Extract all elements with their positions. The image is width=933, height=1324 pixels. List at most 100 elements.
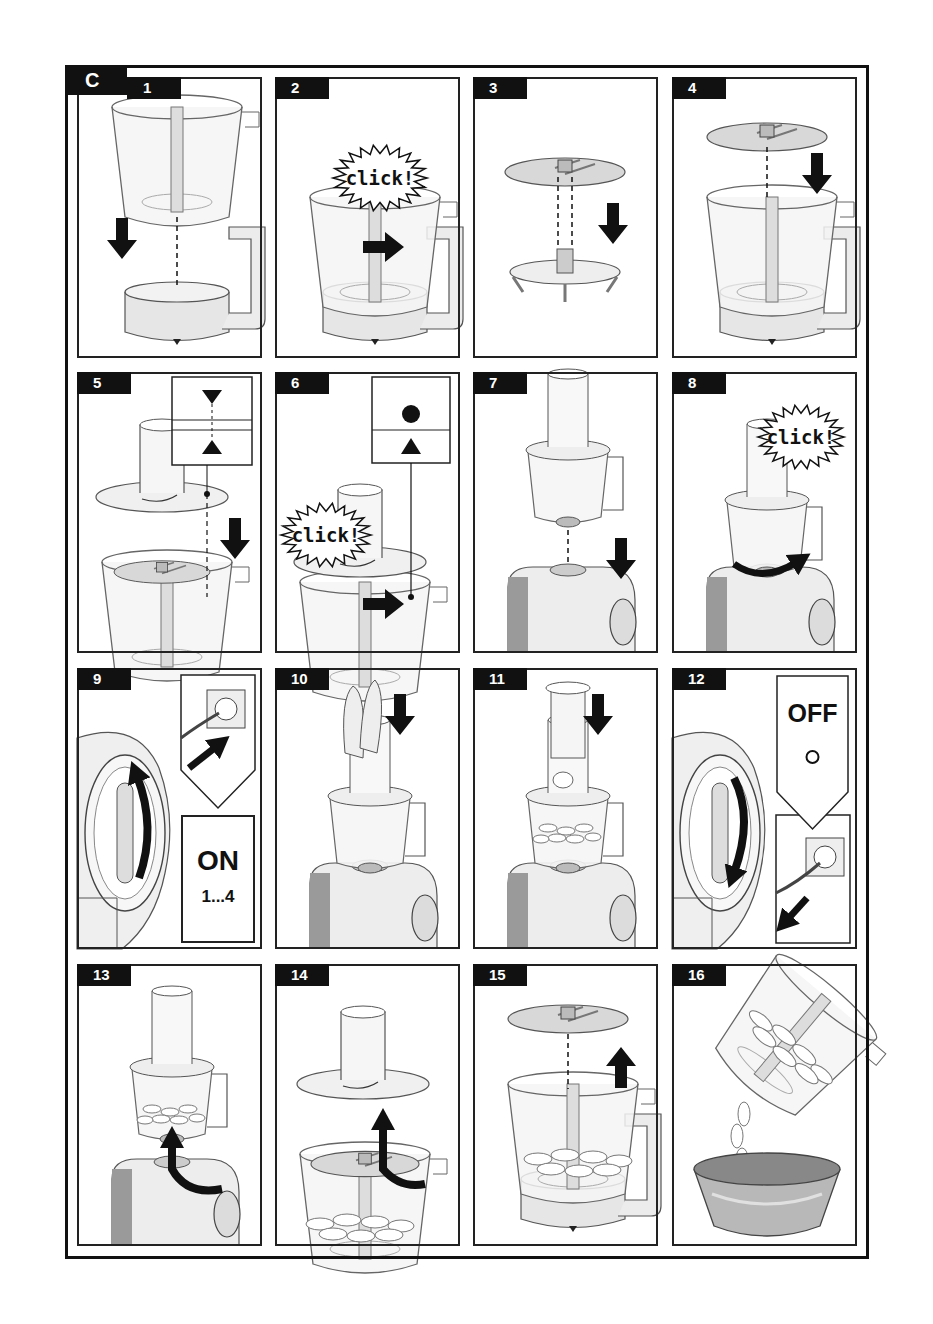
panel-16-art-part-part — [739, 1004, 840, 1095]
panel-4-art-part — [707, 123, 827, 151]
panel-12-art-part — [806, 751, 818, 763]
panel-9-art-part — [189, 746, 217, 768]
panel-8-art-part — [734, 562, 797, 574]
step-panel: 4 — [672, 77, 857, 358]
panel-6-art-part — [402, 405, 420, 423]
step-panel: 15 — [473, 964, 658, 1246]
panel-12-art-part — [787, 898, 807, 920]
panel-14-art — [297, 1006, 447, 1273]
panel-3-art-part — [505, 158, 625, 186]
panel-5-art-part — [172, 420, 252, 421]
click-burst: click! — [281, 503, 371, 567]
panel-15-art-part — [567, 1034, 569, 1089]
panel-1-art-part — [112, 95, 259, 226]
panel-9-art-part — [207, 690, 245, 728]
panel-1-art-part — [107, 218, 137, 259]
panel-6-art-part — [408, 594, 414, 600]
panel-1-art-part — [125, 227, 265, 345]
panel-9-art — [77, 675, 255, 949]
panel-15-art-part — [508, 1072, 655, 1203]
off-symbol — [807, 751, 819, 763]
step-number: 5 — [77, 372, 131, 394]
step-panel: 5 — [77, 372, 262, 653]
panel-15-art-part — [508, 1005, 628, 1033]
step-panel: 7 — [473, 372, 658, 653]
step-number: 3 — [473, 77, 527, 99]
step-number: 2 — [275, 77, 329, 99]
panel-7-art — [508, 369, 636, 653]
panel-7-art-part — [567, 530, 569, 564]
panel-2-art-part — [363, 232, 404, 262]
panel-3-art-part — [598, 203, 628, 244]
panel-12-art-part — [734, 778, 744, 873]
panel-9-art-part — [77, 732, 170, 949]
click-burst: click! — [333, 145, 427, 211]
step-panel: 14 — [275, 964, 460, 1246]
step-panel: 3 — [473, 77, 658, 358]
step-panel: 8click! — [672, 372, 857, 653]
panel-5-art-part — [114, 561, 210, 583]
pentagon-outline — [776, 675, 849, 830]
step-panel: 1 — [77, 77, 262, 358]
panel-6-art-part — [372, 377, 450, 463]
panel-11-art-part — [533, 824, 601, 843]
step-number: 12 — [672, 668, 726, 690]
sound-label: click! — [346, 167, 415, 189]
panel-5-art — [96, 377, 252, 681]
panel-14-art-part — [311, 1151, 419, 1176]
switch-box: ON1...4 — [181, 815, 255, 943]
panel-14-art-part — [306, 1214, 414, 1242]
panel-13-art-part — [137, 1105, 205, 1124]
panel-4-art-part — [802, 153, 832, 194]
panel-9-art-part — [181, 713, 219, 738]
step-number: 1 — [127, 77, 181, 99]
panel-7-art-part — [606, 538, 636, 579]
panel-5-art-part — [220, 518, 250, 559]
pentagon-outline — [777, 676, 848, 829]
panel-1-art-part — [176, 217, 178, 287]
step-panel: 6 click! — [275, 372, 460, 653]
panel-11-art-part — [551, 688, 585, 758]
panel-13-art — [112, 986, 240, 1245]
panel-13-art-part — [172, 1142, 222, 1190]
panel-14-art-part — [383, 1124, 425, 1185]
panel-6-art-part — [372, 430, 450, 431]
panel-6-art-part — [410, 463, 411, 597]
panel-5-art-part — [202, 440, 222, 454]
panel-5-art-part — [206, 494, 207, 597]
panel-10-art-part — [310, 860, 438, 949]
panel-8-art-part — [707, 564, 835, 653]
panel-10-art — [310, 680, 438, 949]
panel-16-art-part — [694, 1153, 840, 1185]
figure-letter: C — [65, 65, 127, 95]
sound-label: click! — [292, 524, 361, 546]
panel-11-art — [508, 682, 636, 949]
panel-11-art-part — [583, 694, 613, 735]
panel-1-art — [107, 95, 265, 345]
panel-11-art-part — [546, 682, 590, 694]
sound-label: click! — [767, 426, 836, 448]
step-number: 9 — [77, 668, 131, 690]
step-number: 6 — [275, 372, 329, 394]
panel-12-art-part — [672, 732, 765, 949]
step-number: 4 — [672, 77, 726, 99]
figure-frame: C12click!3456click!78click!9ON1...410111… — [65, 65, 869, 1259]
step-number: 7 — [473, 372, 527, 394]
panel-5-art-part — [172, 377, 252, 465]
step-panel: 10 — [275, 668, 460, 949]
panel-10-art-part — [385, 694, 415, 735]
panel-12-art-part — [776, 863, 820, 893]
step-number: 16 — [672, 964, 726, 986]
panel-14-art-part — [297, 1006, 429, 1099]
panel-9-art-part — [215, 698, 237, 720]
panel-16-art-part — [712, 1194, 822, 1204]
panel-5-art-part — [202, 390, 222, 404]
panel-5-art-part — [102, 550, 249, 681]
panel-7-art-part — [526, 369, 623, 527]
panel-12-art-part — [776, 815, 850, 943]
panel-9-art-part — [137, 776, 148, 878]
step-panel: 2 click! — [275, 77, 460, 358]
